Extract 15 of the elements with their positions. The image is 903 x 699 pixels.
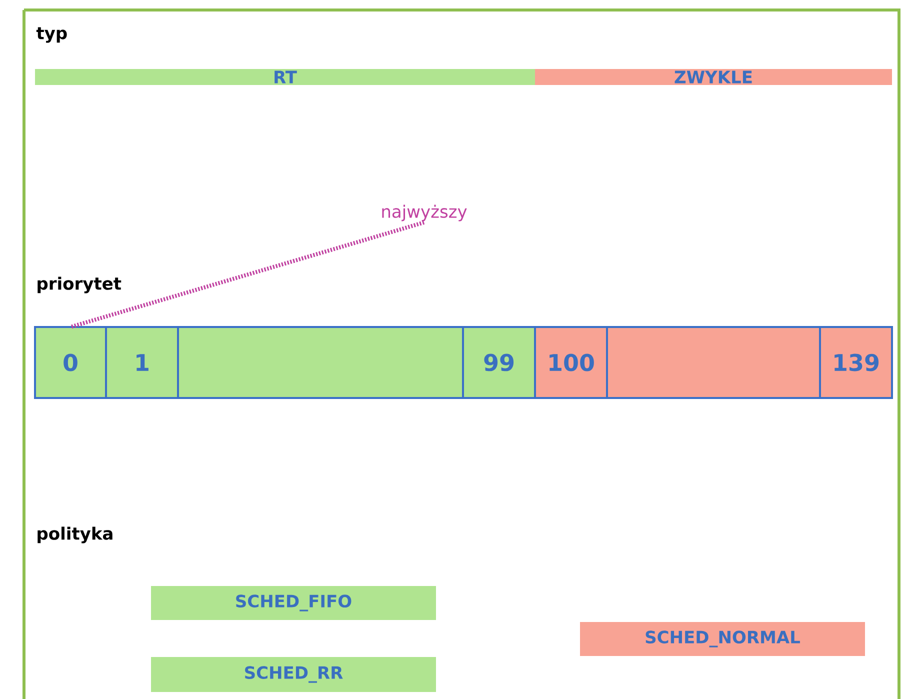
section-label: polityka: [38, 526, 112, 544]
policy-box: SCHED_FIFO: [151, 586, 436, 620]
leader-line: [70, 220, 425, 329]
priority-cell: 100: [534, 326, 608, 399]
policy-box: SCHED_RR: [151, 657, 436, 692]
type-bar: ZWYKLE: [535, 69, 892, 85]
policy-box: SCHED_NORMAL: [580, 622, 865, 656]
priority-cell: 139: [819, 326, 893, 399]
type-bar: RT: [35, 69, 535, 85]
annotation-text: najwyższy: [382, 204, 467, 222]
section-label: typ: [36, 27, 67, 43]
priority-cell: 99: [462, 326, 536, 399]
priority-cell: 1: [105, 326, 179, 399]
section-label: priorytet: [38, 276, 122, 294]
priority-cell: 0: [34, 326, 107, 399]
